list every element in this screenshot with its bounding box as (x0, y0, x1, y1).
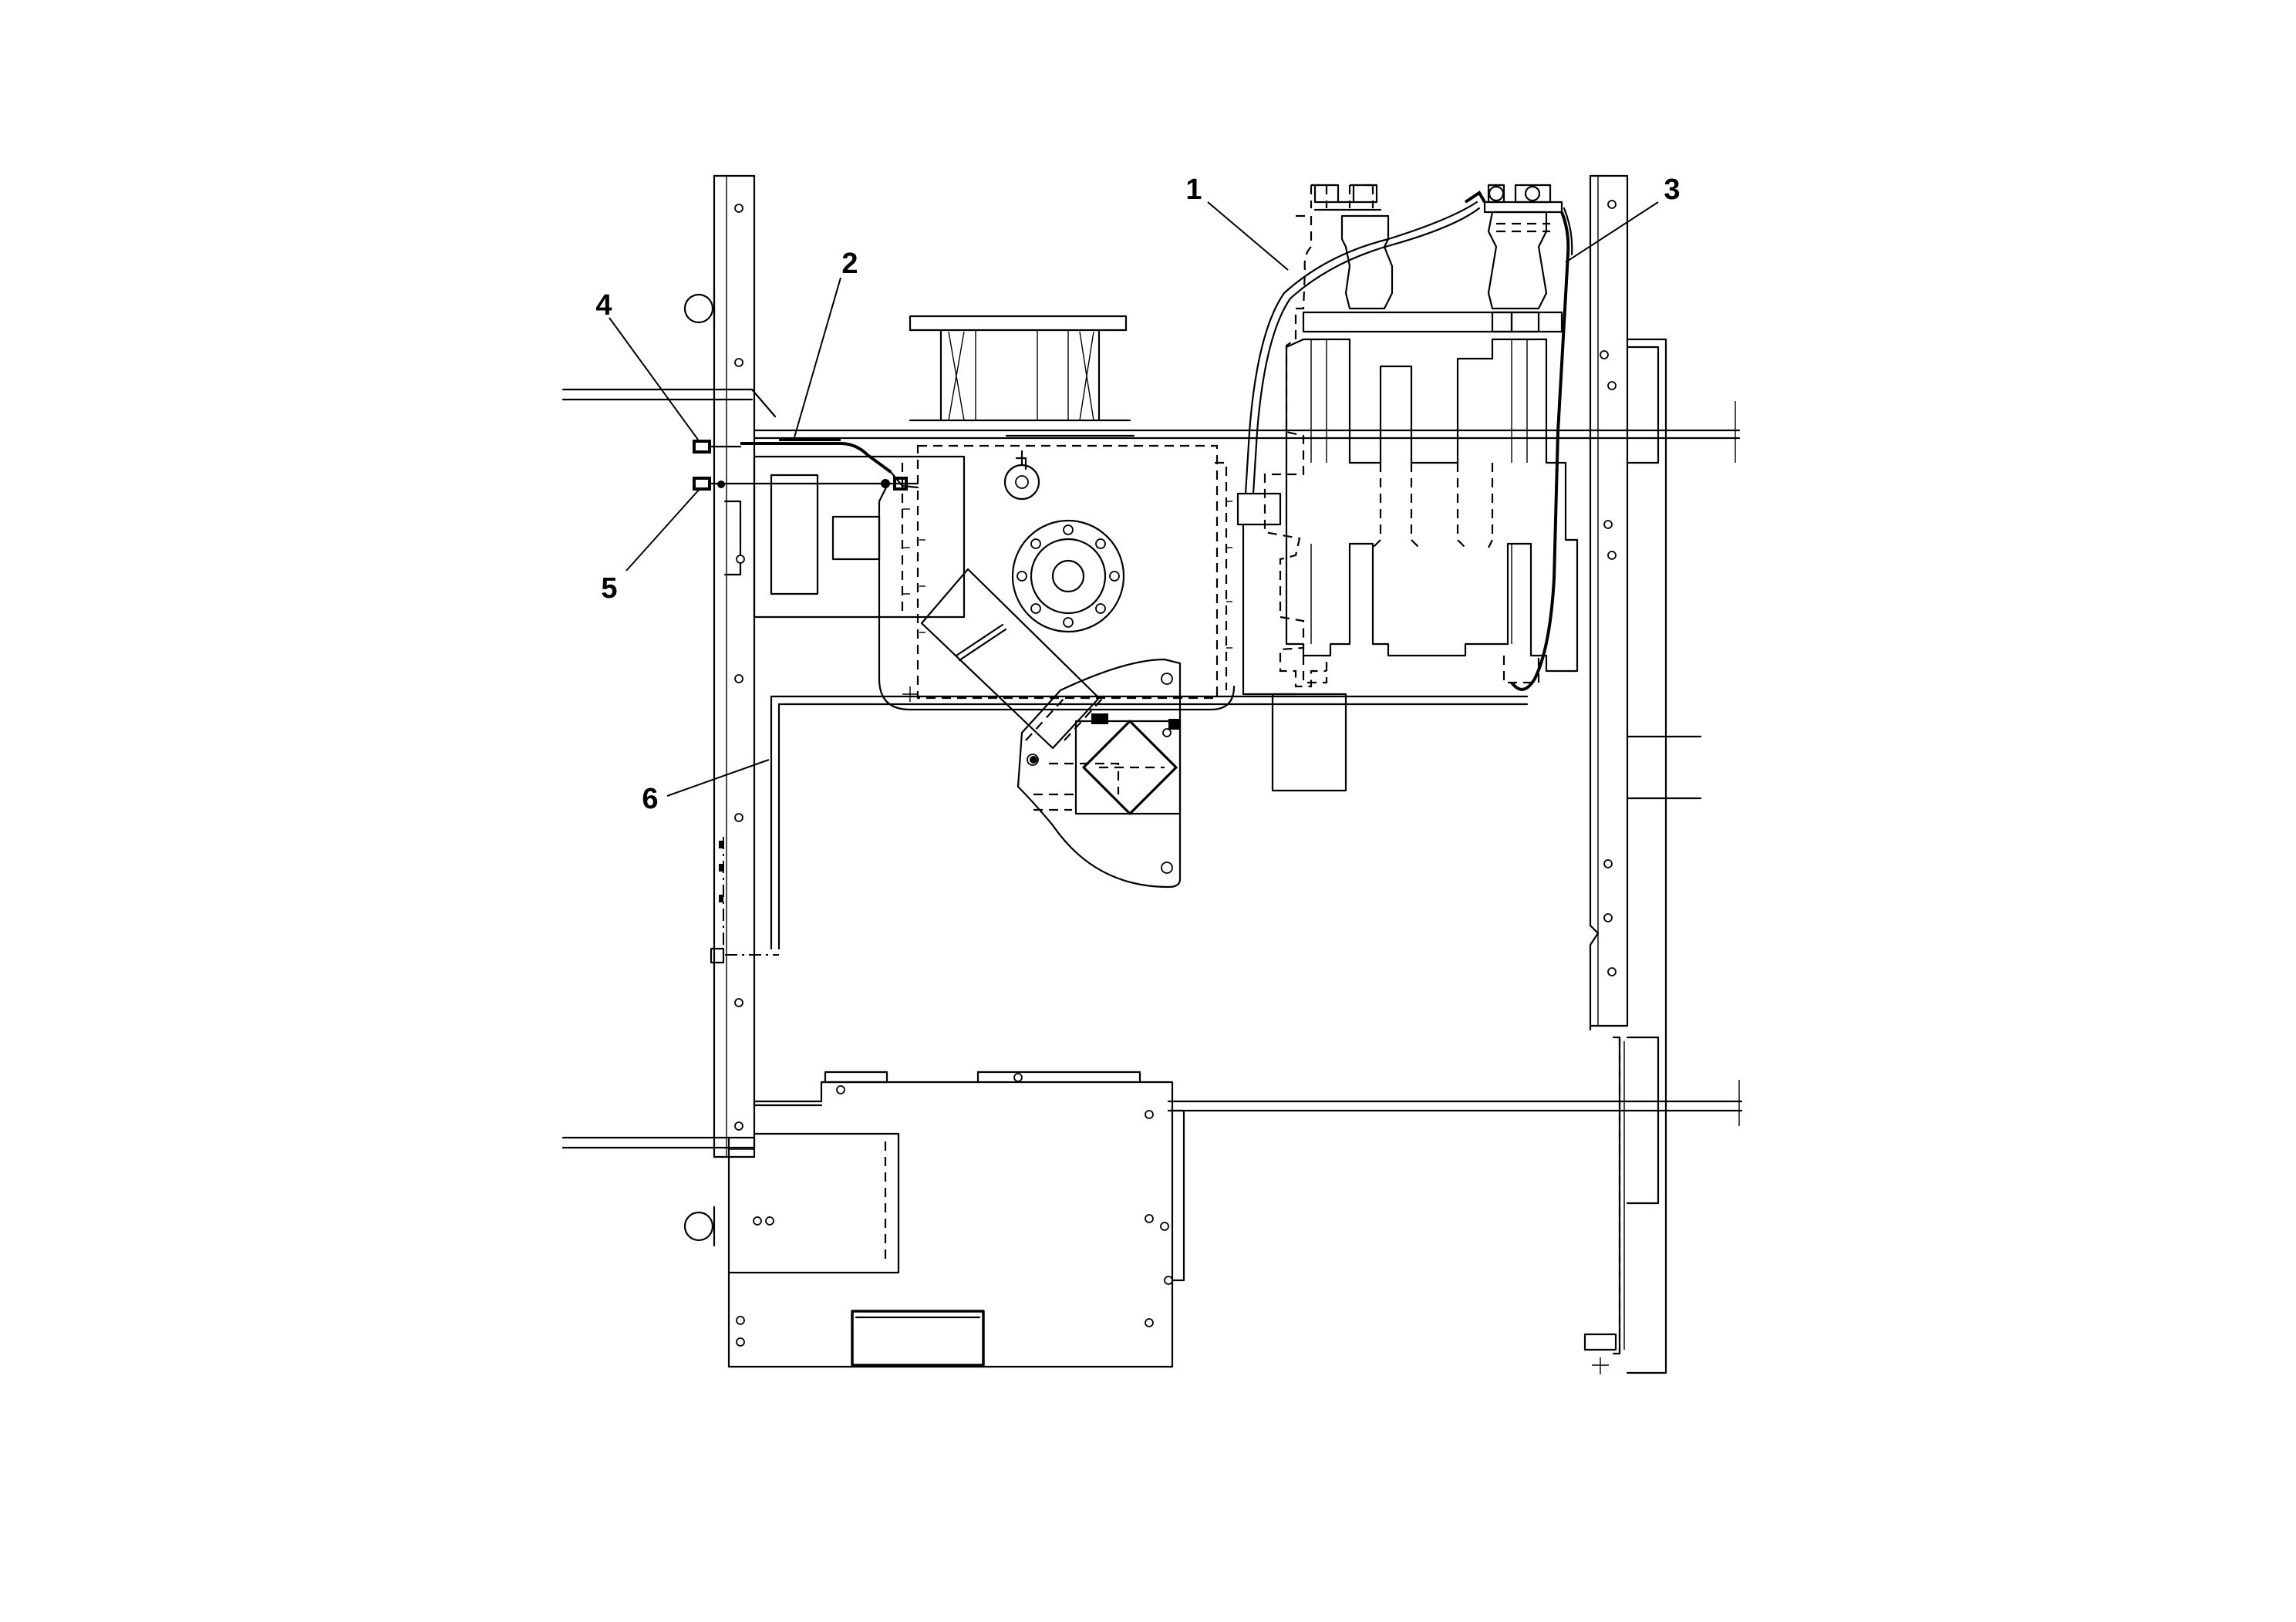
fittings (693, 440, 919, 491)
callout-5: 5 (601, 572, 617, 605)
callout-6: 6 (642, 783, 658, 815)
callout-4: 4 (595, 289, 612, 322)
engine-mount (909, 315, 1131, 422)
battery-box (727, 1071, 1185, 1368)
callout-leaders (609, 201, 1659, 797)
left-frame-rail (683, 174, 756, 1247)
transmission (1236, 184, 1579, 792)
main-housing (916, 434, 1232, 750)
hose-1 (1244, 191, 1486, 495)
callout-labels: 1 2 3 4 5 6 (595, 174, 1680, 815)
callout-1: 1 (1185, 174, 1202, 206)
hose-6 (710, 695, 1529, 964)
top-cross-member (561, 388, 1741, 463)
hose-3 (1510, 207, 1573, 691)
filter-box (723, 455, 966, 702)
control-valve (1017, 658, 1182, 889)
hose-2 (740, 438, 1236, 711)
callout-3: 3 (1664, 174, 1680, 206)
callout-2: 2 (841, 248, 858, 280)
bottom-cross-member (561, 1080, 1743, 1151)
right-frame-rail (1583, 174, 1702, 1374)
